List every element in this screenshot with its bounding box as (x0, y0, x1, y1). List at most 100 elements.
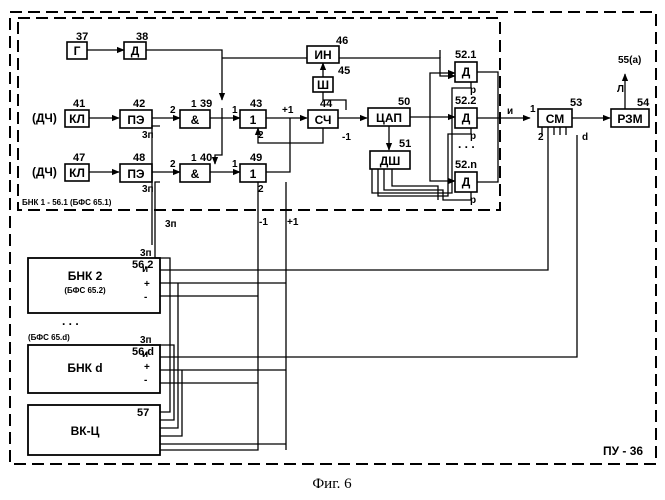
svg-text:52.2: 52.2 (455, 95, 476, 107)
svg-text:ДШ: ДШ (380, 154, 401, 168)
svg-text:2: 2 (258, 130, 264, 141)
block-bnk2: БНК 2 (БФС 65.2) 56.2 (28, 258, 160, 313)
svg-text:52.n: 52.n (455, 159, 477, 171)
block-or49: 1 49 2 (240, 152, 266, 195)
block-pe42: ПЭ 42 3п (120, 98, 154, 141)
block-bnkd: БНК d 56.d (28, 345, 160, 393)
svg-text:Л: Л (617, 84, 624, 95)
svg-text:1: 1 (232, 105, 238, 116)
svg-text:52.1: 52.1 (455, 49, 476, 61)
svg-text:57: 57 (137, 407, 149, 419)
svg-text:БНК 2: БНК 2 (68, 269, 103, 283)
svg-text:&: & (191, 113, 200, 127)
output-55a: 55(a) (618, 55, 641, 66)
svg-text:40: 40 (200, 152, 212, 164)
svg-text:38: 38 (136, 31, 148, 43)
block-kl41: КЛ 41 (65, 98, 89, 127)
svg-text:Д: Д (462, 65, 471, 79)
svg-text:1: 1 (191, 99, 197, 110)
svg-text:43: 43 (250, 98, 262, 110)
block-g37: Г 37 (67, 31, 88, 59)
outer-frame-label: ПУ - 36 (603, 444, 643, 458)
svg-text:46: 46 (336, 35, 348, 47)
svg-text:2: 2 (170, 159, 176, 170)
block-sch44: СЧ 44 -1 (308, 98, 351, 143)
svg-text:ПЭ: ПЭ (127, 167, 145, 181)
svg-text:45: 45 (338, 65, 350, 77)
svg-text:Д: Д (131, 44, 140, 58)
svg-text:3п: 3п (165, 219, 177, 230)
svg-text:и: и (507, 106, 513, 117)
svg-text:(БФС 65.2): (БФС 65.2) (64, 286, 106, 295)
block-d521: Д 52.1 p (455, 49, 477, 96)
svg-text:42: 42 (133, 98, 145, 110)
svg-text:СЧ: СЧ (315, 113, 332, 127)
svg-text:-1: -1 (259, 217, 268, 228)
svg-text:СМ: СМ (546, 112, 565, 126)
svg-text:54: 54 (637, 97, 650, 109)
svg-text:РЗМ: РЗМ (617, 112, 642, 126)
svg-text:Д: Д (462, 111, 471, 125)
svg-text:КЛ: КЛ (69, 166, 85, 180)
svg-text:БНК d: БНК d (67, 361, 102, 375)
svg-text:Г: Г (74, 44, 81, 58)
svg-text:ИН: ИН (314, 48, 331, 62)
inner-frame-label: БНК 1 - 56.1 (БФС 65.1) (22, 198, 112, 207)
svg-text:. . .: . . . (62, 314, 79, 328)
block-cap50: ЦАП 50 (368, 96, 410, 126)
block-pe48: ПЭ 48 3п (120, 152, 154, 195)
block-and39: & 39 1 (180, 98, 212, 128)
svg-text:+: + (144, 362, 150, 373)
svg-text:47: 47 (73, 152, 85, 164)
svg-text:&: & (191, 167, 200, 181)
svg-text:53: 53 (570, 97, 582, 109)
block-rzm54: РЗМ 54 (611, 97, 650, 127)
svg-text:+: + (144, 279, 150, 290)
svg-text:2: 2 (258, 184, 264, 195)
svg-text:1: 1 (250, 167, 257, 181)
svg-text:и: и (142, 349, 148, 360)
svg-text:39: 39 (200, 98, 212, 110)
svg-text:d: d (582, 132, 588, 143)
svg-text:3п: 3п (140, 248, 152, 259)
svg-text:ВК-Ц: ВК-Ц (71, 424, 100, 438)
svg-text:2: 2 (538, 132, 544, 143)
svg-text:Ш: Ш (317, 78, 329, 92)
block-sh45: Ш 45 (313, 65, 350, 92)
svg-text:Д: Д (462, 175, 471, 189)
dots-d52: . . . (458, 137, 475, 151)
svg-text:37: 37 (76, 31, 88, 43)
block-and40: & 40 1 (180, 152, 212, 182)
svg-text:-1: -1 (342, 132, 351, 143)
svg-text:1: 1 (530, 104, 536, 115)
figure-caption: Фиг. 6 (312, 476, 352, 492)
svg-text:КЛ: КЛ (69, 112, 85, 126)
svg-text:1: 1 (250, 113, 257, 127)
svg-text:41: 41 (73, 98, 85, 110)
block-kl47: КЛ 47 (65, 152, 89, 181)
svg-text:ПЭ: ПЭ (127, 113, 145, 127)
block-d52n: Д 52.n p (455, 159, 477, 206)
svg-text:(БФС 65.d): (БФС 65.d) (28, 333, 70, 342)
svg-text:-: - (144, 292, 147, 303)
block-in46: ИН 46 (307, 35, 348, 63)
svg-text:и: и (142, 264, 148, 275)
svg-text:44: 44 (320, 98, 333, 110)
svg-text:48: 48 (133, 152, 145, 164)
svg-text:50: 50 (398, 96, 410, 108)
svg-text:1: 1 (232, 159, 238, 170)
block-d522: Д 52.2 p (455, 95, 477, 142)
svg-text:3п: 3п (140, 335, 152, 346)
svg-text:-: - (144, 375, 147, 386)
svg-text:1: 1 (191, 153, 197, 164)
block-dsh51: ДШ 51 (370, 138, 411, 169)
block-vkc57: ВК-Ц 57 (28, 405, 160, 455)
svg-text:ЦАП: ЦАП (376, 111, 402, 125)
svg-text:51: 51 (399, 138, 411, 150)
block-or43: 1 43 2 (240, 98, 266, 141)
svg-text:2: 2 (170, 105, 176, 116)
svg-text:49: 49 (250, 152, 262, 164)
svg-text:+1: +1 (282, 105, 294, 116)
block-d38: Д 38 (124, 31, 148, 59)
block-cm53: СМ 53 2 d (538, 97, 588, 143)
